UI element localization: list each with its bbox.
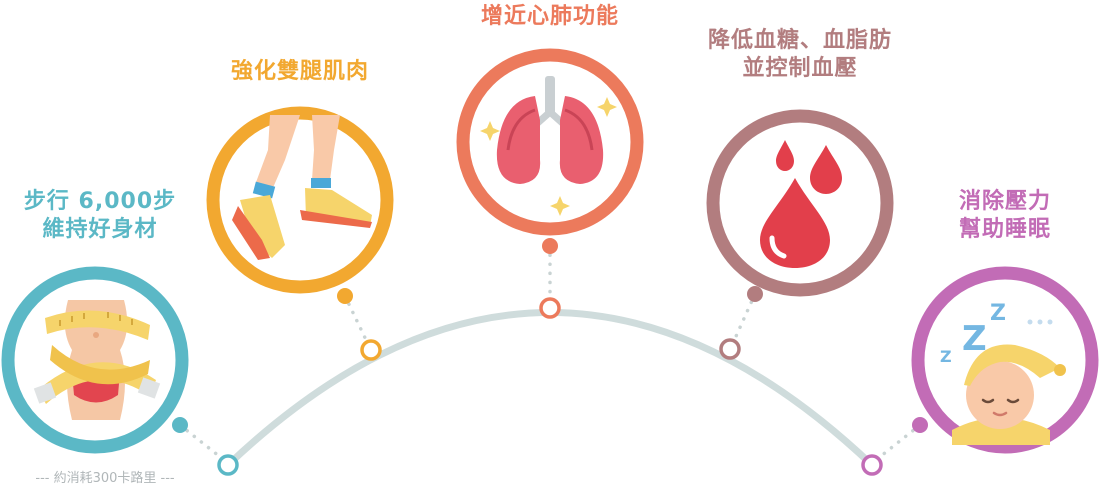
calorie-footnote: --- 約消耗300卡路里 --- xyxy=(35,471,175,486)
blood-drops-icon xyxy=(760,140,842,268)
arc-node-4 xyxy=(719,338,741,360)
sleeping-person-icon: Z Z Z xyxy=(940,301,1066,445)
waist-measuring-tape-icon xyxy=(33,300,161,420)
benefit-circle-1 xyxy=(1,266,189,454)
benefit-circle-4 xyxy=(706,109,894,302)
arc-node-5 xyxy=(861,454,883,476)
svg-text:Z: Z xyxy=(962,319,987,359)
lungs-icon xyxy=(480,76,617,216)
arc-node-2 xyxy=(360,339,382,361)
benefit-circle-2 xyxy=(206,106,394,304)
arc-node-1 xyxy=(217,454,239,476)
benefit-label-4: 降低血糖、血脂肪 並控制血壓 xyxy=(707,28,892,81)
svg-text:Z: Z xyxy=(990,301,1006,326)
dotted-connectors xyxy=(178,244,922,462)
walking-legs-sneakers-icon xyxy=(232,115,372,260)
benefit-circle-5: Z Z Z xyxy=(911,266,1099,454)
svg-text:Z: Z xyxy=(940,347,952,366)
benefit-label-2: 強化雙腿肌肉 xyxy=(230,59,369,84)
timeline-arc xyxy=(224,309,876,469)
benefit-label-1: 步行 6,000步 維持好身材 xyxy=(23,189,177,242)
benefit-circle-3 xyxy=(456,48,644,254)
benefit-label-5: 消除壓力 幫助睡眠 xyxy=(958,189,1051,242)
arc-node-3 xyxy=(539,297,561,319)
benefit-label-3: 增近心肺功能 xyxy=(480,4,619,29)
